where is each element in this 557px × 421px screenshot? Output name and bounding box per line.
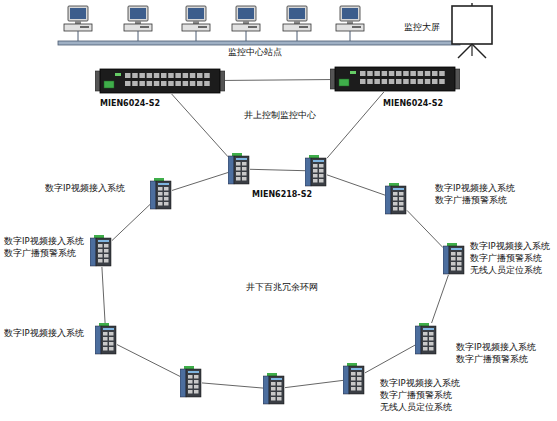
industrial-switch: 数字IP视频接入系统数字广播预警系统 bbox=[415, 323, 437, 355]
system-label: 数字IP视频接入系统 bbox=[380, 378, 460, 389]
computer-icon bbox=[336, 6, 364, 41]
note-label: 井下百兆冗余环网 bbox=[246, 282, 318, 293]
computer-icon bbox=[182, 6, 210, 41]
industrial-switch: 数字IP视频接入系统 bbox=[150, 178, 172, 210]
industrial-switch: 数字IP视频接入系统数字广播预警系统无线人员定位系统 bbox=[443, 243, 465, 275]
ring-link bbox=[432, 275, 449, 323]
computer-icon bbox=[124, 6, 152, 41]
system-label: 数字IP视频接入系统 bbox=[4, 236, 84, 247]
system-label: 数字IP视频接入系统 bbox=[470, 241, 550, 252]
system-label: 数字广播预警系统 bbox=[4, 248, 76, 259]
ring-link bbox=[112, 204, 150, 240]
system-label: 数字IP视频接入系统 bbox=[435, 183, 515, 194]
system-label: 数字广播预警系统 bbox=[380, 390, 452, 401]
ring-link bbox=[365, 345, 415, 373]
industrial-switch: 数字IP视频接入系统数字广播预警系统 bbox=[385, 183, 407, 215]
industrial-switch: 数字IP视频接入系统 bbox=[95, 323, 117, 355]
ring-link bbox=[327, 92, 384, 158]
industrial-switch bbox=[180, 366, 202, 398]
ring-link bbox=[285, 380, 343, 387]
ring-link bbox=[172, 94, 228, 157]
ring-link bbox=[172, 173, 228, 191]
system-label: 数字IP视频接入系统 bbox=[456, 342, 536, 353]
ring-link bbox=[225, 79, 330, 81]
note-label: 监控大屏 bbox=[404, 22, 440, 33]
industrial-switch: 数字IP视频接入系统数字广播预警系统 bbox=[90, 235, 112, 267]
ring-link bbox=[407, 210, 443, 247]
system-label: 无线人员定位系统 bbox=[380, 402, 452, 413]
computer-icon bbox=[64, 6, 92, 41]
system-label: 数字广播预警系统 bbox=[456, 354, 528, 365]
model-name: MIEN6218-S2 bbox=[252, 189, 312, 200]
system-label: 无线人员定位系统 bbox=[470, 265, 542, 276]
computer-icon bbox=[283, 6, 311, 41]
industrial-switch: 数字IP视频接入系统数字广播预警系统无线人员定位系统 bbox=[343, 363, 365, 395]
computer-icon bbox=[232, 6, 260, 41]
system-label: 数字广播预警系统 bbox=[435, 195, 507, 206]
industrial-switch bbox=[305, 155, 327, 187]
system-label: 数字IP视频接入系统 bbox=[4, 328, 84, 339]
model-name: MIEN6024-S2 bbox=[383, 98, 443, 109]
note-label: 井上控制监控中心 bbox=[244, 110, 316, 121]
computers bbox=[64, 6, 364, 41]
ring-link bbox=[117, 345, 180, 377]
rack-switch: MIEN6024-S2 bbox=[95, 68, 225, 94]
model-name: MIEN6024-S2 bbox=[100, 98, 160, 109]
note-label: 监控中心站点 bbox=[228, 47, 282, 58]
rack-switch: MIEN6024-S2 bbox=[330, 66, 460, 92]
bus-bar bbox=[58, 41, 460, 45]
big-screen bbox=[452, 3, 492, 58]
ring-link bbox=[250, 169, 305, 170]
industrial-switch bbox=[263, 373, 285, 405]
system-label: 数字广播预警系统 bbox=[470, 253, 542, 264]
system-label: 数字IP视频接入系统 bbox=[45, 183, 125, 194]
industrial-switch: MIEN6218-S2 bbox=[228, 153, 250, 185]
ring-link bbox=[202, 383, 263, 388]
ring-link bbox=[102, 267, 105, 323]
ring-link bbox=[327, 175, 385, 195]
